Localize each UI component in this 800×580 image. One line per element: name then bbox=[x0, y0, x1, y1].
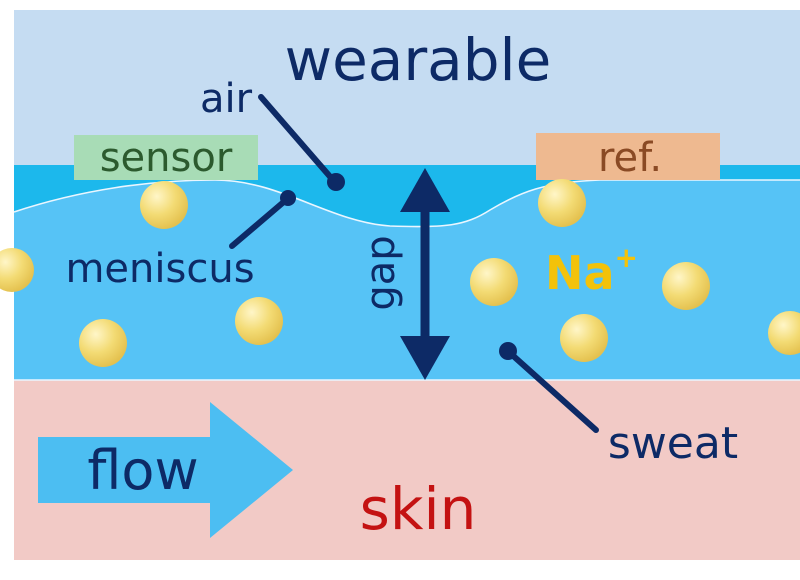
ion-symbol: Na bbox=[545, 246, 615, 300]
air-callout-dot bbox=[327, 173, 345, 191]
particle bbox=[235, 297, 283, 345]
flow-arrow bbox=[38, 402, 293, 538]
callouts bbox=[229, 94, 599, 433]
gap-label: gap bbox=[358, 235, 404, 310]
sweat-callout-line bbox=[507, 350, 599, 433]
sweat-label: sweat bbox=[608, 418, 738, 469]
particle bbox=[0, 248, 34, 292]
flow-label: flow bbox=[87, 439, 198, 502]
ion-label: Na+ bbox=[545, 241, 638, 300]
air-label: air bbox=[200, 76, 253, 122]
meniscus-label: meniscus bbox=[65, 246, 254, 292]
particle bbox=[662, 262, 710, 310]
gap-arrow bbox=[400, 168, 450, 380]
sensor-label: sensor bbox=[100, 135, 233, 181]
meniscus-callout-dot bbox=[280, 190, 296, 206]
particle bbox=[538, 179, 586, 227]
particle bbox=[768, 311, 800, 355]
ref-pad bbox=[536, 133, 720, 180]
air-callout-line bbox=[258, 94, 336, 183]
particle bbox=[560, 314, 608, 362]
meniscus-callout-line bbox=[229, 197, 289, 249]
wearable-label: wearable bbox=[285, 26, 552, 94]
ion-charge: + bbox=[615, 241, 638, 274]
ref-label: ref. bbox=[598, 135, 662, 181]
skin-label: skin bbox=[360, 475, 477, 543]
sensor-pad bbox=[74, 135, 258, 180]
particles bbox=[0, 179, 800, 367]
particle bbox=[79, 319, 127, 367]
particle bbox=[470, 258, 518, 306]
sweat-callout-dot bbox=[499, 342, 517, 360]
particle bbox=[140, 181, 188, 229]
meniscus-line bbox=[13, 179, 800, 228]
